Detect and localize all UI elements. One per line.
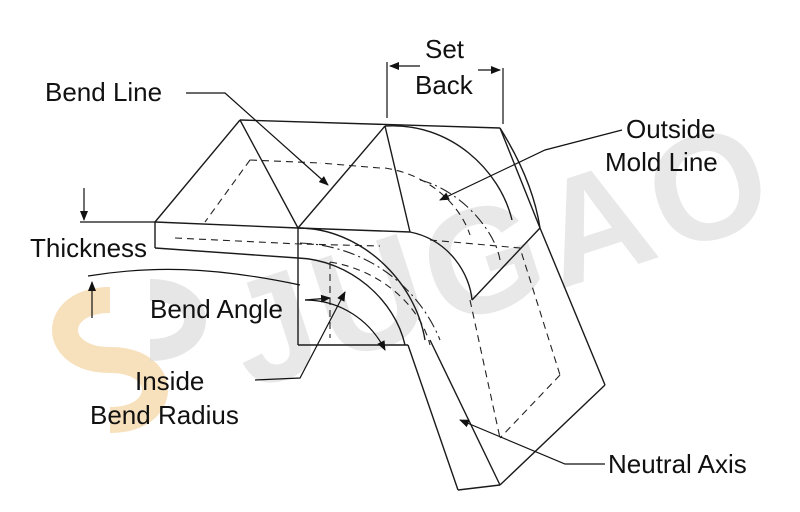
set-back-dimension: Set Back bbox=[386, 34, 504, 124]
bend-angle-label: Bend Angle bbox=[150, 294, 283, 324]
thickness-callout: Thickness bbox=[30, 188, 301, 318]
inside-bend-radius-label-line2: Bend Radius bbox=[90, 400, 239, 430]
neutral-axis-callout: Neutral Axis bbox=[459, 419, 747, 479]
bend-line-label: Bend Line bbox=[45, 77, 162, 107]
outside-mold-line-label-line2: Mold Line bbox=[605, 147, 718, 177]
outside-mold-line-label-line1: Outside bbox=[626, 114, 716, 144]
inside-bend-radius-label-line1: Inside bbox=[135, 366, 204, 396]
bend-line-callout: Bend Line bbox=[45, 77, 329, 186]
neutral-axis-label: Neutral Axis bbox=[608, 449, 747, 479]
inside-bend-radius-callout: Inside Bend Radius bbox=[90, 291, 346, 430]
set-back-label-line1: Set bbox=[425, 34, 465, 64]
sheet-part bbox=[154, 119, 606, 491]
thickness-label: Thickness bbox=[30, 233, 147, 263]
bend-angle-callout: Bend Angle bbox=[150, 294, 386, 351]
set-back-label-line2: Back bbox=[415, 70, 474, 100]
outside-mold-line-callout: Outside Mold Line bbox=[439, 114, 718, 201]
